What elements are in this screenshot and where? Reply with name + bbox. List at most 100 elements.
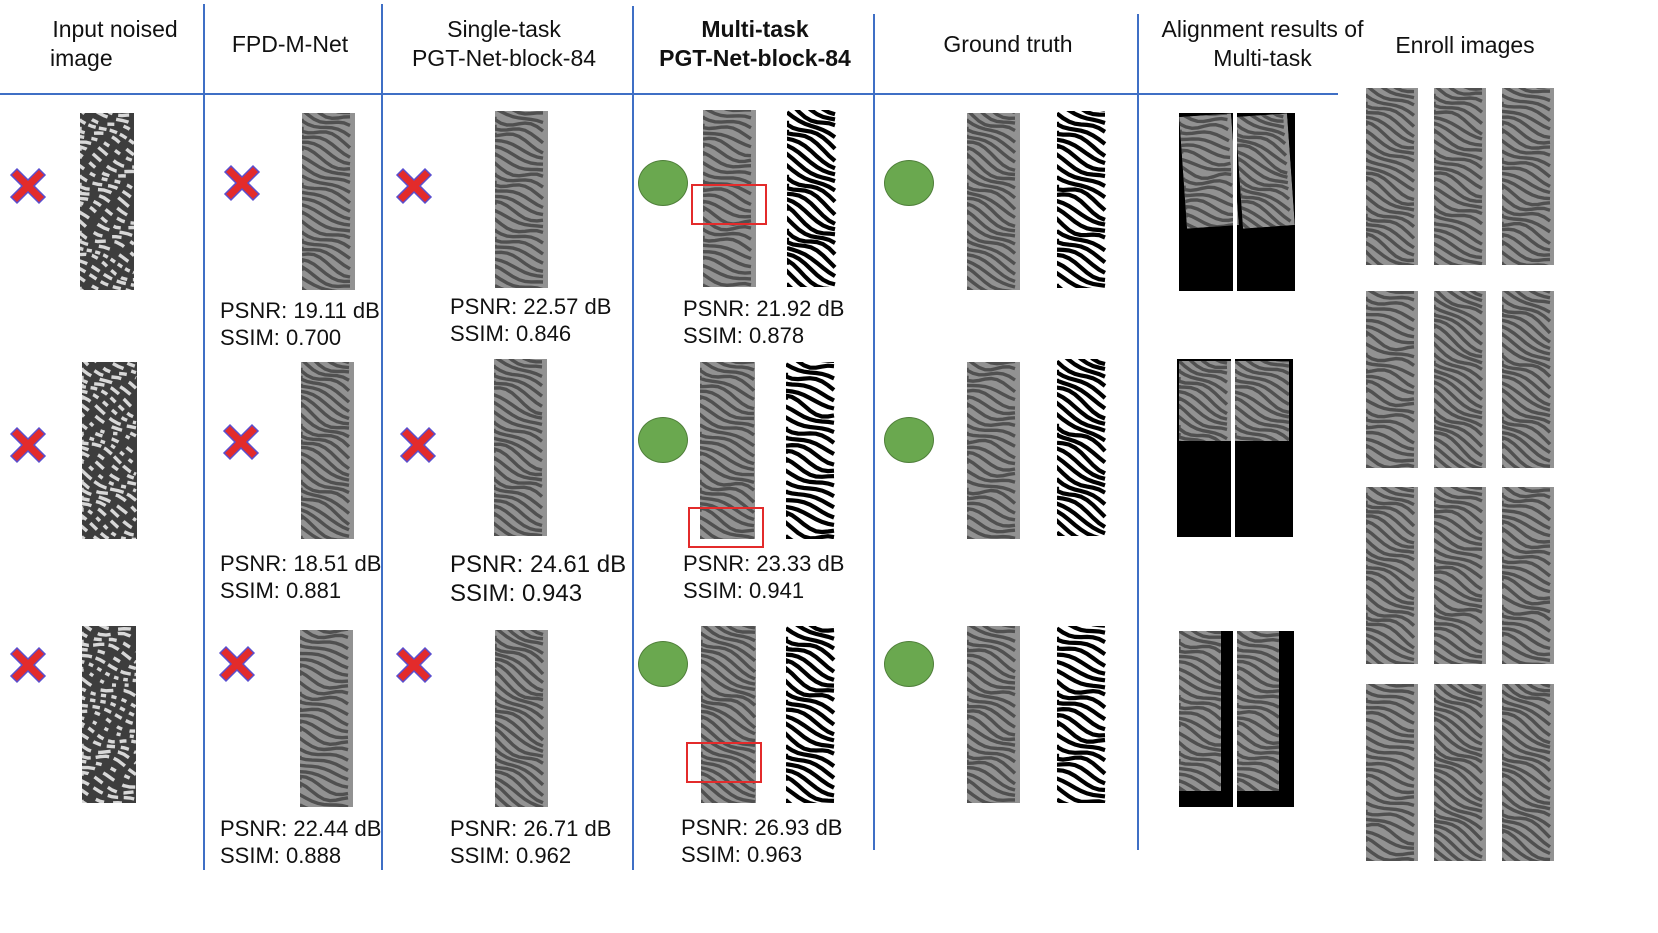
- red-cross-icon: [218, 419, 264, 465]
- cross-shape: [218, 645, 256, 683]
- fingerprint-texture: [495, 630, 548, 807]
- header-alignment-results: Alignment results of Multi-task: [1140, 12, 1385, 76]
- red-cross-icon: [5, 163, 51, 209]
- cross-shape: [9, 646, 47, 684]
- red-cross-icon: [5, 422, 51, 468]
- enroll-fingerprint: [1366, 88, 1418, 265]
- single-ssim: SSIM: 0.962: [450, 843, 572, 868]
- column-divider: [873, 14, 875, 850]
- fingerprint-texture: [703, 110, 756, 287]
- enroll-fingerprint: [1366, 487, 1418, 664]
- multi-ssim: SSIM: 0.941: [683, 578, 805, 603]
- fingerprint-texture: [302, 113, 355, 290]
- highlight-box: [686, 742, 762, 783]
- multi-task-output-fingerprint: [701, 626, 756, 803]
- cross-shape: [223, 164, 261, 202]
- header-line: FPD-M-Net: [231, 30, 349, 57]
- red-cross-icon: [5, 642, 51, 688]
- fingerprint-texture: [1502, 487, 1554, 664]
- red-cross-icon: [395, 422, 441, 468]
- column-divider: [1137, 14, 1139, 850]
- header-line: PGT-Net-block-84: [411, 45, 597, 71]
- fingerprint-texture: [1502, 291, 1554, 468]
- header-single-task: Single-task PGT-Net-block-84: [384, 12, 624, 76]
- fingerprint-texture: [1366, 88, 1418, 265]
- fingerprint-texture: [1179, 113, 1239, 229]
- red-cross-icon: [391, 642, 437, 688]
- fingerprint-texture: [1502, 684, 1554, 861]
- single-task-output-fingerprint: [494, 359, 547, 536]
- enroll-fingerprint: [1502, 88, 1554, 265]
- multi-psnr: PSNR: 21.92 dB: [683, 296, 845, 321]
- alignment-separator: [1231, 359, 1235, 537]
- aligned-fingerprint: [1235, 113, 1295, 229]
- green-circle-icon: [884, 160, 934, 206]
- fingerprint-texture: [1057, 626, 1110, 803]
- aligned-fingerprint: [1179, 361, 1231, 441]
- fpd-output-fingerprint: [300, 630, 353, 807]
- green-circle-icon: [884, 641, 934, 687]
- fingerprint-texture: [1366, 684, 1418, 861]
- single-psnr: PSNR: 22.57 dB: [450, 294, 612, 319]
- green-circle-icon: [884, 417, 934, 463]
- fpd-ssim: SSIM: 0.888: [220, 843, 342, 868]
- ground-truth-fingerprint: [967, 113, 1020, 290]
- fpd-psnr: PSNR: 18.51 dB: [220, 551, 382, 576]
- column-divider: [381, 4, 383, 870]
- ground-truth-ridge-map: [1057, 111, 1110, 288]
- header-multi-task: Multi-task PGT-Net-block-84: [635, 12, 875, 76]
- multi-task-ridge-map: [786, 362, 839, 539]
- cross-shape: [9, 167, 47, 205]
- multi-ssim: SSIM: 0.878: [683, 323, 805, 348]
- fingerprint-texture: [1235, 113, 1295, 229]
- multi-task-output-fingerprint: [700, 362, 755, 539]
- highlight-box: [688, 507, 764, 548]
- fingerprint-texture: [967, 113, 1020, 290]
- header-ground-truth: Ground truth: [878, 12, 1138, 76]
- fingerprint-texture: [1057, 359, 1110, 536]
- single-task-output-fingerprint: [495, 111, 548, 288]
- fingerprint-texture: [300, 630, 353, 807]
- fingerprint-texture: [1434, 684, 1486, 861]
- multi-task-ridge-map: [787, 110, 840, 287]
- fingerprint-texture: [1434, 487, 1486, 664]
- single-task-output-fingerprint: [495, 630, 548, 807]
- column-divider: [203, 4, 205, 870]
- single-ssim: SSIM: 0.943: [450, 580, 583, 607]
- fpd-psnr: PSNR: 19.11 dB: [220, 298, 380, 323]
- fingerprint-texture: [1237, 631, 1279, 791]
- single-ssim: SSIM: 0.846: [450, 321, 572, 346]
- header-input-noised-image: Input noised image: [20, 12, 210, 76]
- noised-input-fingerprint: [82, 362, 137, 539]
- header-line: Multi-task: [1213, 45, 1312, 71]
- fingerprint-texture: [786, 362, 839, 539]
- green-circle-icon: [638, 641, 688, 687]
- ground-truth-fingerprint: [967, 626, 1020, 803]
- fingerprint-texture: [495, 111, 548, 288]
- noised-input-fingerprint: [80, 113, 134, 290]
- fpd-ssim: SSIM: 0.700: [220, 325, 342, 350]
- fingerprint-texture: [786, 626, 839, 803]
- fingerprint-texture: [301, 362, 354, 539]
- red-cross-icon: [219, 160, 265, 206]
- fpd-output-fingerprint: [302, 113, 355, 290]
- multi-psnr: PSNR: 23.33 dB: [683, 551, 845, 576]
- multi-ssim: SSIM: 0.963: [681, 842, 803, 867]
- enroll-fingerprint: [1366, 291, 1418, 468]
- enroll-fingerprint: [1502, 291, 1554, 468]
- fingerprint-texture: [1434, 88, 1486, 265]
- header-fpd-m-net: FPD-M-Net: [205, 12, 375, 76]
- alignment-result-panel: [1177, 359, 1293, 537]
- enroll-fingerprint: [1434, 487, 1486, 664]
- green-circle-icon: [638, 417, 688, 463]
- single-psnr: PSNR: 26.71 dB: [450, 816, 612, 841]
- red-cross-icon: [391, 163, 437, 209]
- header-line: Ground truth: [943, 30, 1073, 57]
- cross-shape: [395, 167, 433, 205]
- multi-psnr: PSNR: 26.93 dB: [681, 815, 843, 840]
- header-line: Enroll images: [1395, 31, 1535, 58]
- header-line: Alignment results of: [1161, 16, 1364, 42]
- enroll-fingerprint: [1434, 88, 1486, 265]
- aligned-fingerprint: [1179, 113, 1239, 229]
